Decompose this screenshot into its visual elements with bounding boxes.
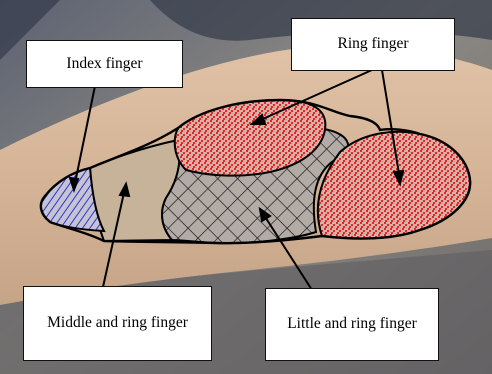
index-finger-label: Index finger [26, 40, 183, 88]
middle-ring-finger-label: Middle and ring finger [23, 286, 212, 361]
little-ring-finger-text: Little and ring finger [287, 312, 417, 336]
ring-finger-text: Ring finger [337, 32, 408, 56]
ring-finger-label: Ring finger [291, 18, 455, 71]
middle-ring-finger-text: Middle and ring finger [47, 311, 188, 335]
little-ring-finger-label: Little and ring finger [265, 288, 439, 361]
index-finger-text: Index finger [66, 52, 142, 76]
